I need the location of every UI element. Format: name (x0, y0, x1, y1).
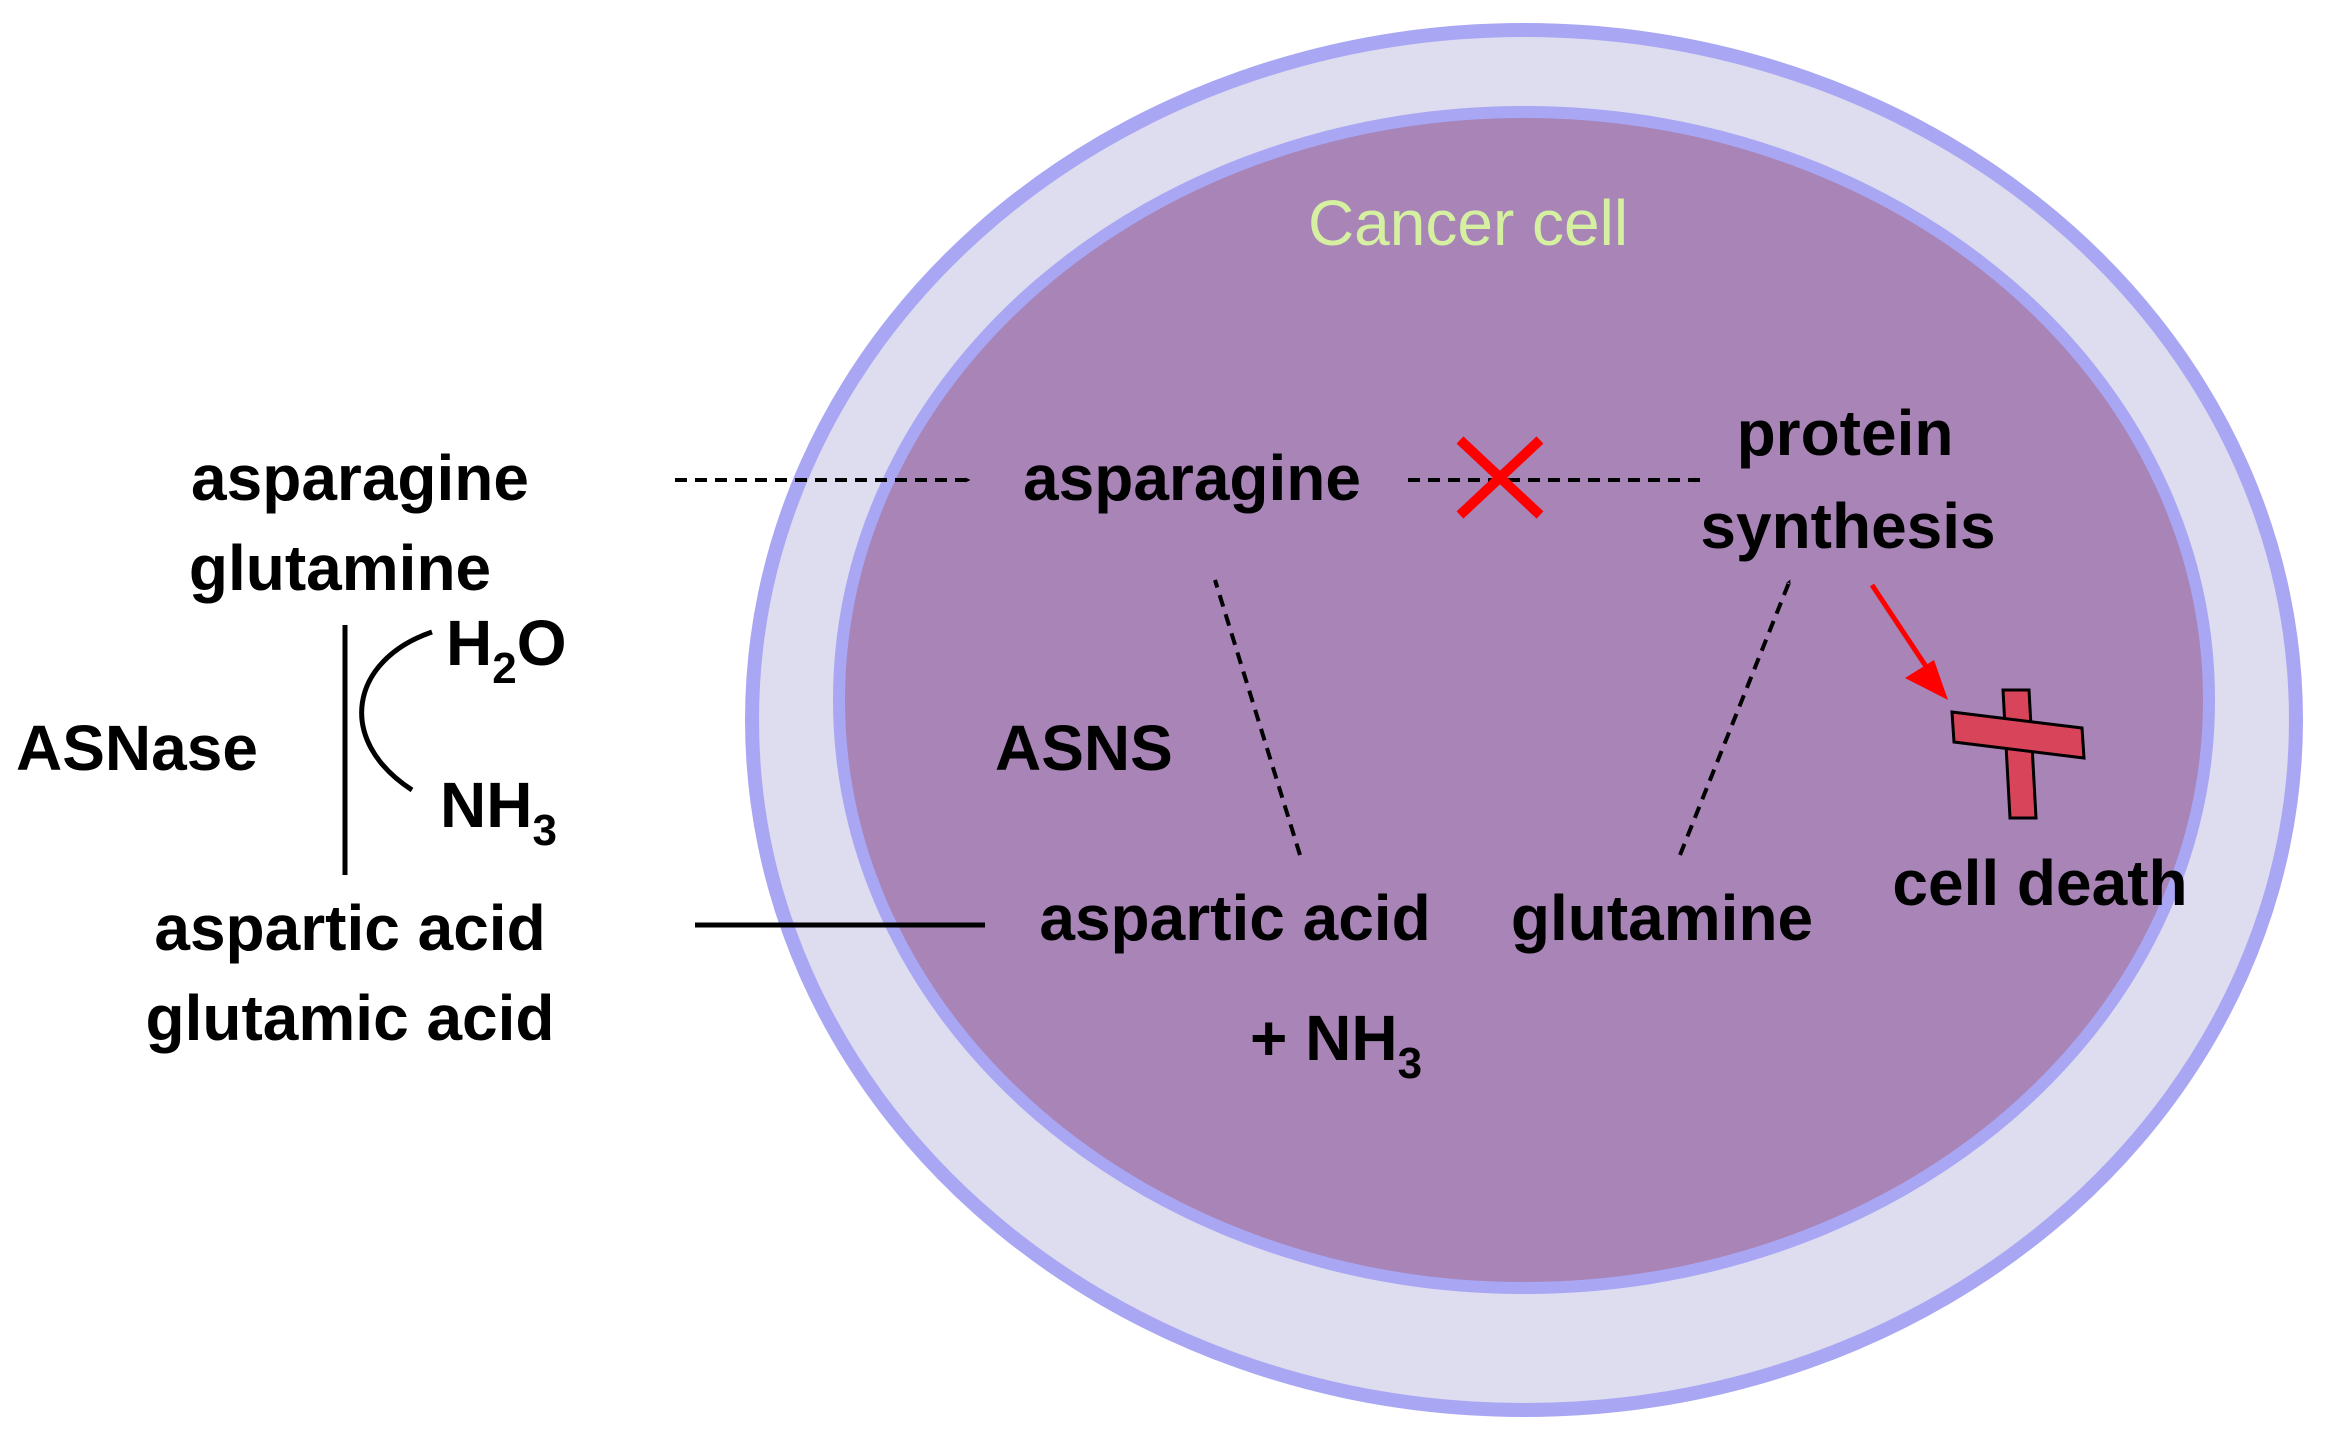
extracellular-glutamic-acid-label: glutamic acid (146, 982, 555, 1054)
extracellular-asparagine-label: asparagine (191, 442, 529, 514)
protein-to-death-arrow (1869, 583, 1938, 682)
cell-cytoplasm (833, 106, 2215, 1294)
glutamine-to-protein-arrow (1678, 579, 1792, 856)
red-arrowhead (1905, 660, 1948, 700)
asnase-enzyme-label: ASNase (16, 712, 258, 784)
water-label: H2O (446, 607, 566, 693)
protein-synthesis-line2-label: synthesis (1700, 490, 1995, 562)
extracellular-glutamine-label: glutamine (189, 532, 491, 604)
extracellular-aspartic-acid-label: aspartic acid (154, 892, 545, 964)
asns-synthesis-arrow (1213, 579, 1302, 856)
cell-death-label: cell death (1892, 847, 2187, 919)
asns-enzyme-label: ASNS (995, 712, 1173, 784)
plus-ammonia-label: + NH3 (1250, 1002, 1422, 1088)
cross-icon (1950, 688, 2086, 820)
water-to-ammonia-curve-arrow (359, 629, 433, 793)
ammonia-label: NH3 (440, 769, 557, 855)
intracellular-glutamine-label: glutamine (1511, 882, 1813, 954)
cell-title: Cancer cell (1308, 187, 1628, 259)
red-x-icon (1456, 436, 1544, 519)
intracellular-asparagine-label: asparagine (1023, 442, 1361, 514)
protein-synthesis-line1-label: protein (1737, 397, 1954, 469)
intracellular-aspartic-acid-label: aspartic acid (1039, 882, 1430, 954)
